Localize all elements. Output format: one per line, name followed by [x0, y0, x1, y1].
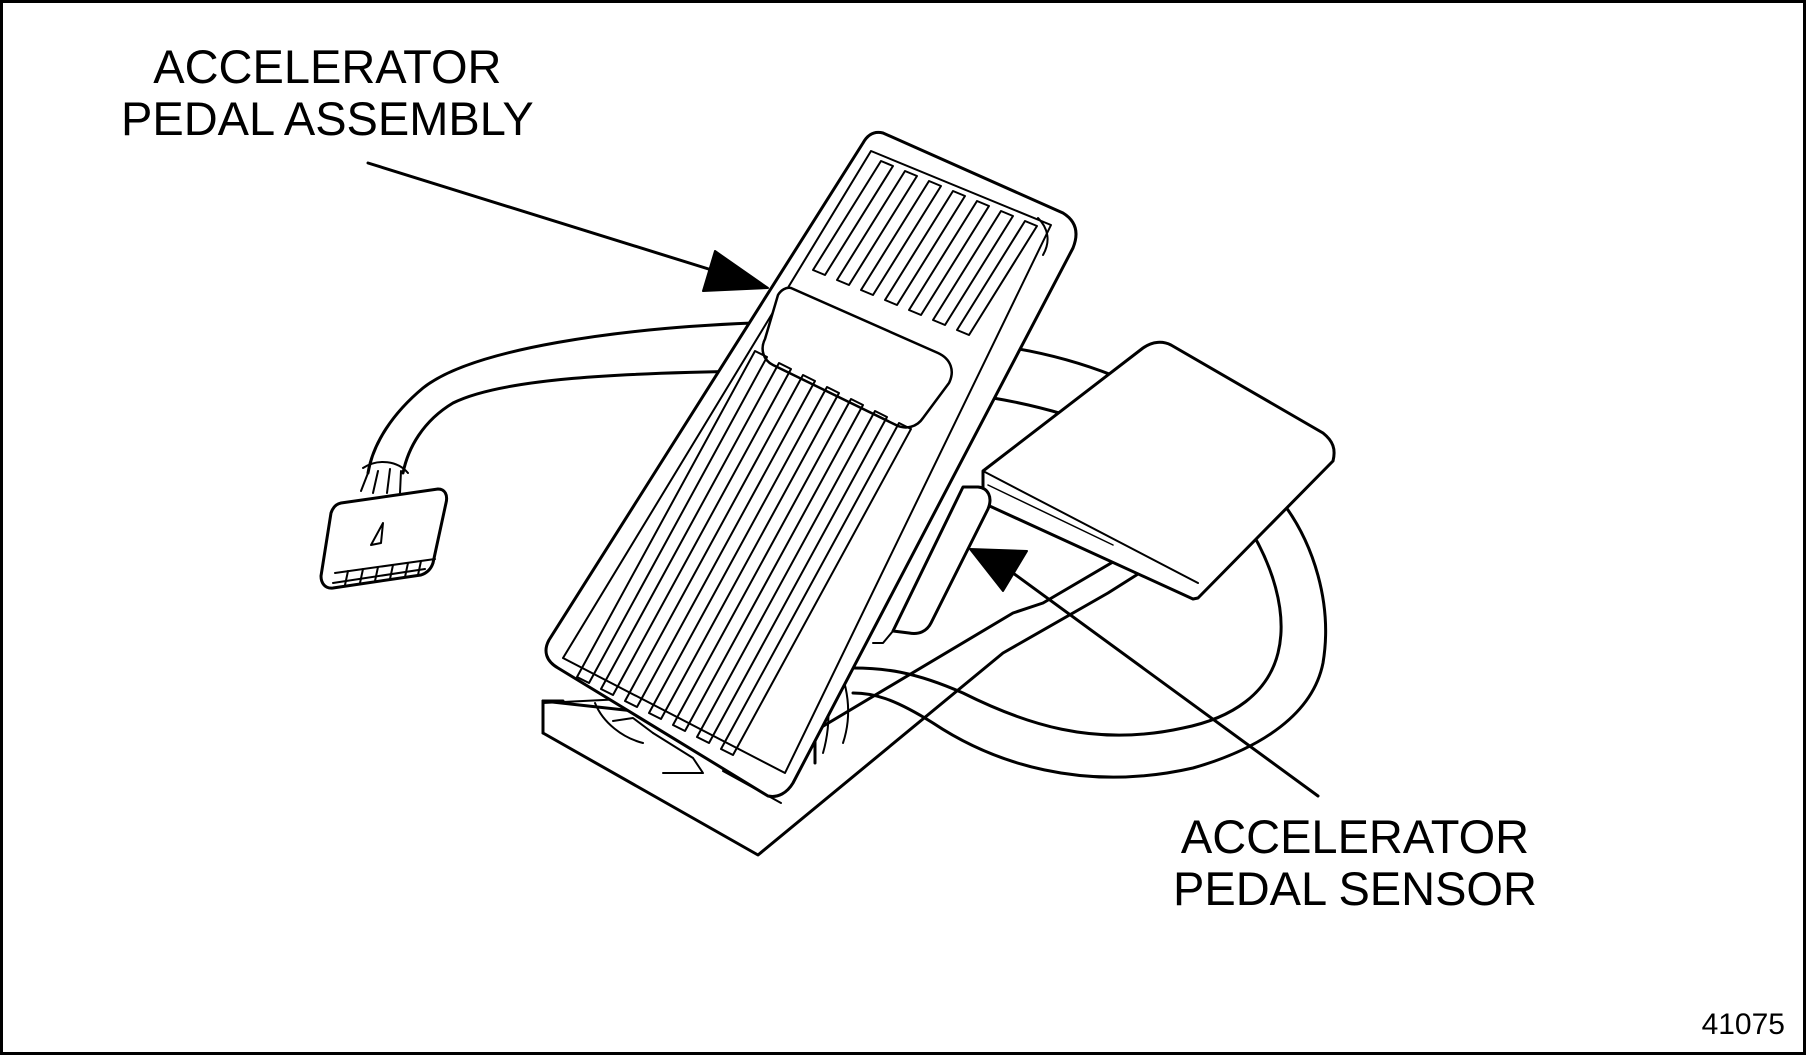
- sensor-housing: [817, 340, 1336, 754]
- label-accelerator-pedal-assembly: ACCELERATOR PEDAL ASSEMBLY: [121, 41, 534, 145]
- label-sensor-line2: PEDAL SENSOR: [1173, 862, 1537, 915]
- wiring-harness: [366, 321, 1328, 779]
- pedal-illustration: [319, 130, 1336, 857]
- connector-plug: [319, 461, 449, 590]
- figure-number: 41075: [1701, 1008, 1785, 1041]
- label-assembly-line2: PEDAL ASSEMBLY: [121, 92, 534, 145]
- pedal-grooves-upper: [812, 160, 1038, 336]
- label-accelerator-pedal-sensor: ACCELERATOR PEDAL SENSOR: [1173, 811, 1537, 915]
- leader-arrow-assembly: [366, 161, 769, 292]
- pedal-grooves-lower: [576, 350, 912, 756]
- label-assembly-line1: ACCELERATOR: [153, 40, 502, 93]
- label-sensor-line1: ACCELERATOR: [1180, 810, 1530, 863]
- leader-arrow-sensor: [969, 548, 1320, 798]
